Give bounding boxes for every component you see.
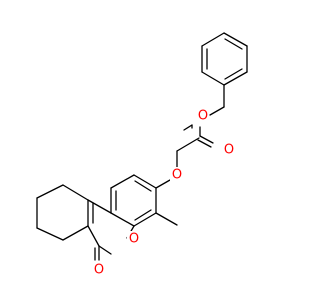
bond <box>133 212 157 227</box>
bond <box>36 227 64 241</box>
molecule-diagram: O O O O O <box>36 32 248 278</box>
bond <box>209 106 225 116</box>
bond <box>87 199 112 214</box>
ether-oxygen-label: O <box>172 168 182 183</box>
phenyl-ring <box>201 32 248 86</box>
atom-labels: O O O O O <box>92 108 235 278</box>
bond <box>36 184 64 199</box>
bond <box>110 212 135 227</box>
structure-canvas: O O O O O <box>36 32 248 278</box>
bond <box>98 245 112 255</box>
double-bond <box>199 135 214 144</box>
bond <box>223 32 248 47</box>
ring-oxygen-label: O <box>129 232 139 247</box>
bond <box>223 71 248 86</box>
bond <box>110 174 135 189</box>
label-mask <box>170 167 183 182</box>
label-mask <box>222 142 235 157</box>
label-mask <box>196 108 209 123</box>
carbonyl-oxygen-label: O <box>224 143 234 158</box>
benzene-ring <box>110 174 157 227</box>
lactone-carbonyl-oxygen-label: O <box>94 263 104 278</box>
bond <box>133 174 157 189</box>
bond <box>201 71 225 86</box>
label-mask <box>92 262 105 277</box>
double-bond <box>134 209 152 221</box>
bond <box>87 225 100 247</box>
double-bond <box>224 68 243 80</box>
bond <box>62 225 89 241</box>
bond <box>183 124 193 131</box>
label-mask <box>127 231 140 246</box>
bond <box>176 137 200 152</box>
methyl-bond <box>155 212 178 226</box>
double-bond <box>197 139 212 148</box>
bond <box>155 179 171 189</box>
cyclopentene-ring <box>36 184 89 241</box>
ester-oxygen-label: O <box>198 109 208 124</box>
bond <box>62 184 89 201</box>
double-bond <box>224 38 243 50</box>
bond <box>201 32 225 47</box>
double-bond <box>134 180 152 192</box>
